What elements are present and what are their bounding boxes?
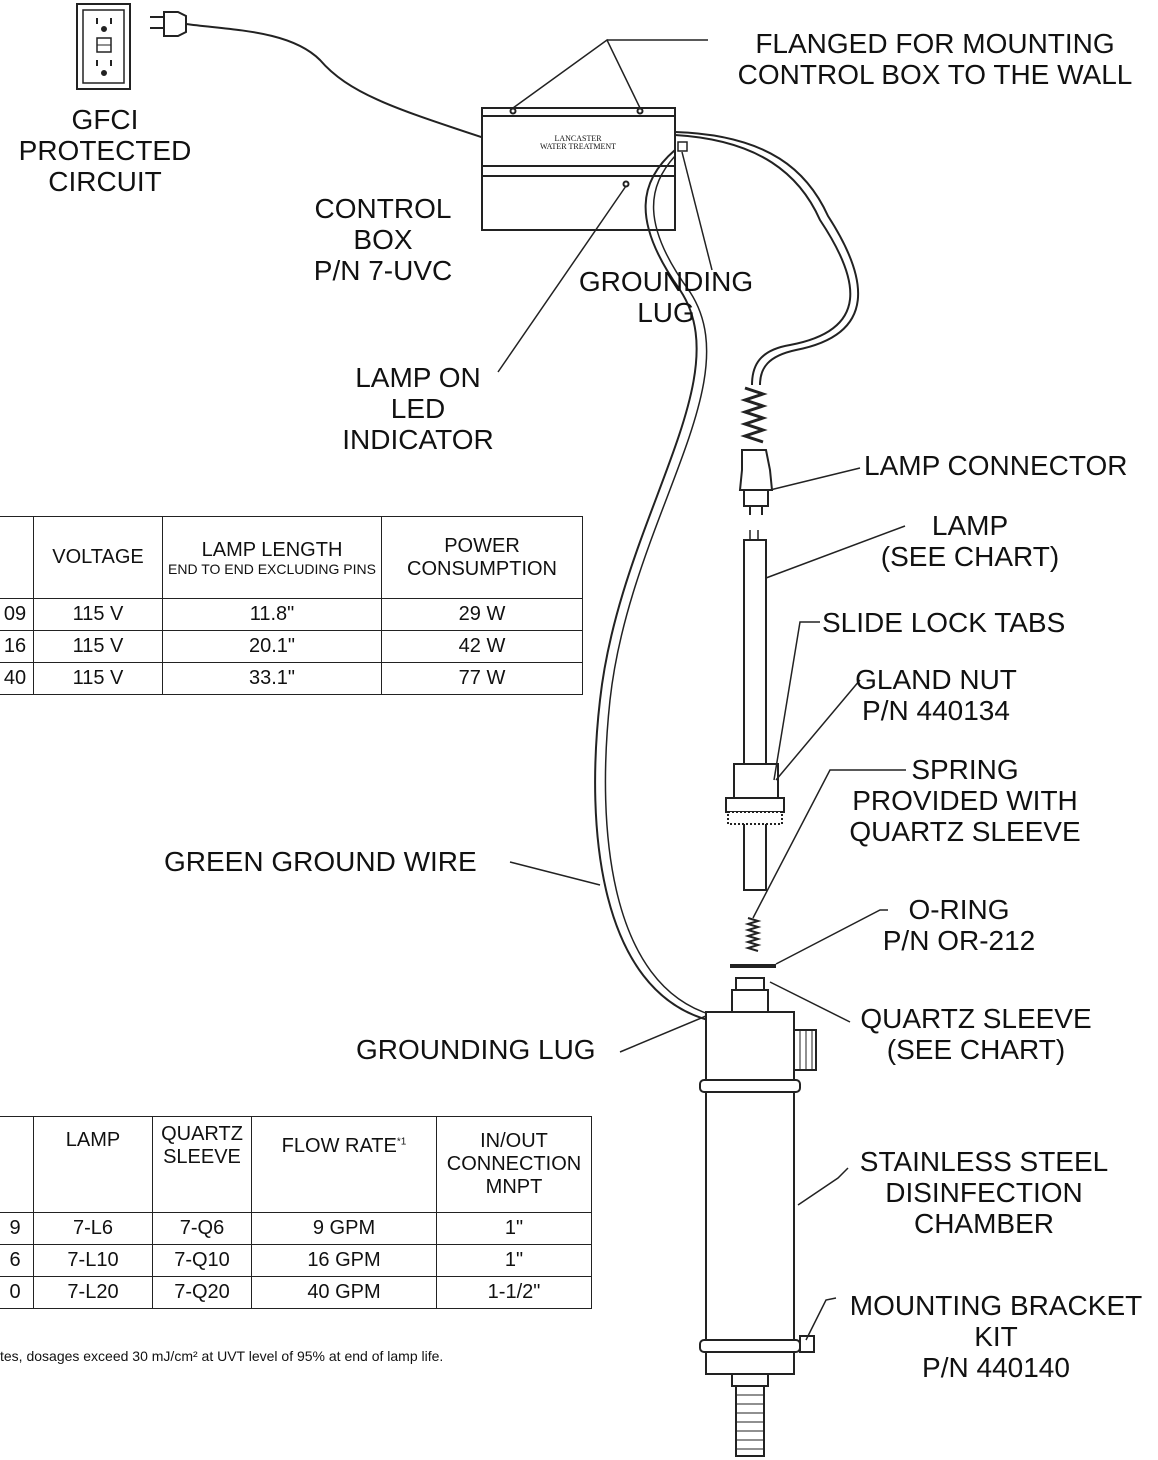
- model-cell: 0: [0, 1276, 34, 1309]
- connection-cell: 1": [436, 1244, 592, 1277]
- uv-lamp: [743, 530, 767, 891]
- connection-cell: 1-1/2": [436, 1276, 592, 1309]
- lamp-spec-table: VOLTAGE LAMP LENGTH END TO END EXCLUDING…: [0, 516, 583, 695]
- model-cell: 09: [0, 598, 34, 631]
- lamp-cell: 7-L10: [33, 1244, 153, 1277]
- table-row: 9 7-L6 7-Q6 9 GPM 1": [0, 1212, 592, 1245]
- spring-part: [744, 917, 762, 952]
- gland-nut: [725, 763, 785, 825]
- lamp-connector-label: LAMP CONNECTOR: [864, 450, 1128, 481]
- voltage-cell: 115 V: [33, 662, 163, 695]
- disinfection-chamber: [699, 977, 817, 1457]
- voltage-cell: 115 V: [33, 630, 163, 663]
- model-header-cell: [0, 516, 34, 599]
- power-cell: 77 W: [381, 662, 583, 695]
- table-row: 09 115 V 11.8" 29 W: [0, 598, 583, 631]
- model-header-cell: [0, 1116, 34, 1213]
- lamp-length-header: LAMP LENGTH END TO END EXCLUDING PINS: [162, 516, 382, 599]
- green-wire-label: GREEN GROUND WIRE: [164, 846, 477, 877]
- lamp-connector: [738, 386, 774, 515]
- power-cell: 29 W: [381, 598, 583, 631]
- grounding-lug-bottom-label: GROUNDING LUG: [356, 1034, 596, 1065]
- quartz-sleeve-label: QUARTZ SLEEVE(SEE CHART): [860, 1003, 1092, 1065]
- length-cell: 33.1": [162, 662, 382, 695]
- flow-header: FLOW RATE*1: [251, 1116, 437, 1213]
- model-cell: 16: [0, 630, 34, 663]
- power-cell: 42 W: [381, 630, 583, 663]
- green-ground-wire: [594, 149, 709, 1021]
- sleeve-cell: 7-Q6: [152, 1212, 252, 1245]
- lamp-header: LAMP: [33, 1116, 153, 1213]
- table-row: 6 7-L10 7-Q10 16 GPM 1": [0, 1244, 592, 1277]
- sleeve-cell: 7-Q10: [152, 1244, 252, 1277]
- power-plug-icon: [150, 11, 187, 37]
- length-cell: 11.8": [162, 598, 382, 631]
- voltage-cell: 115 V: [33, 598, 163, 631]
- length-cell: 20.1": [162, 630, 382, 663]
- table-row: 16 115 V 20.1" 42 W: [0, 630, 583, 663]
- table-row: 40 115 V 33.1" 77 W: [0, 662, 583, 695]
- control-box: [481, 107, 688, 231]
- lamp-cell: 7-L20: [33, 1276, 153, 1309]
- flow-cell: 16 GPM: [251, 1244, 437, 1277]
- sleeve-cell: 7-Q20: [152, 1276, 252, 1309]
- model-cell: 9: [0, 1212, 34, 1245]
- model-cell: 6: [0, 1244, 34, 1277]
- lamp-cell: 7-L6: [33, 1212, 153, 1245]
- voltage-header: VOLTAGE: [33, 516, 163, 599]
- lamp-label: LAMP(SEE CHART): [880, 510, 1060, 572]
- flow-cell: 9 GPM: [251, 1212, 437, 1245]
- model-cell: 40: [0, 662, 34, 695]
- power-cord: [185, 23, 491, 141]
- gfci-outlet-icon: [76, 3, 131, 90]
- footnote: tes, dosages exceed 30 mJ/cm² at UVT lev…: [0, 1348, 444, 1364]
- slide-lock-label: SLIDE LOCK TABS: [822, 607, 1066, 638]
- table-row: 0 7-L20 7-Q20 40 GPM 1-1/2": [0, 1276, 592, 1309]
- connection-cell: 1": [436, 1212, 592, 1245]
- flow-cell: 40 GPM: [251, 1276, 437, 1309]
- lamp-cable: [674, 134, 852, 386]
